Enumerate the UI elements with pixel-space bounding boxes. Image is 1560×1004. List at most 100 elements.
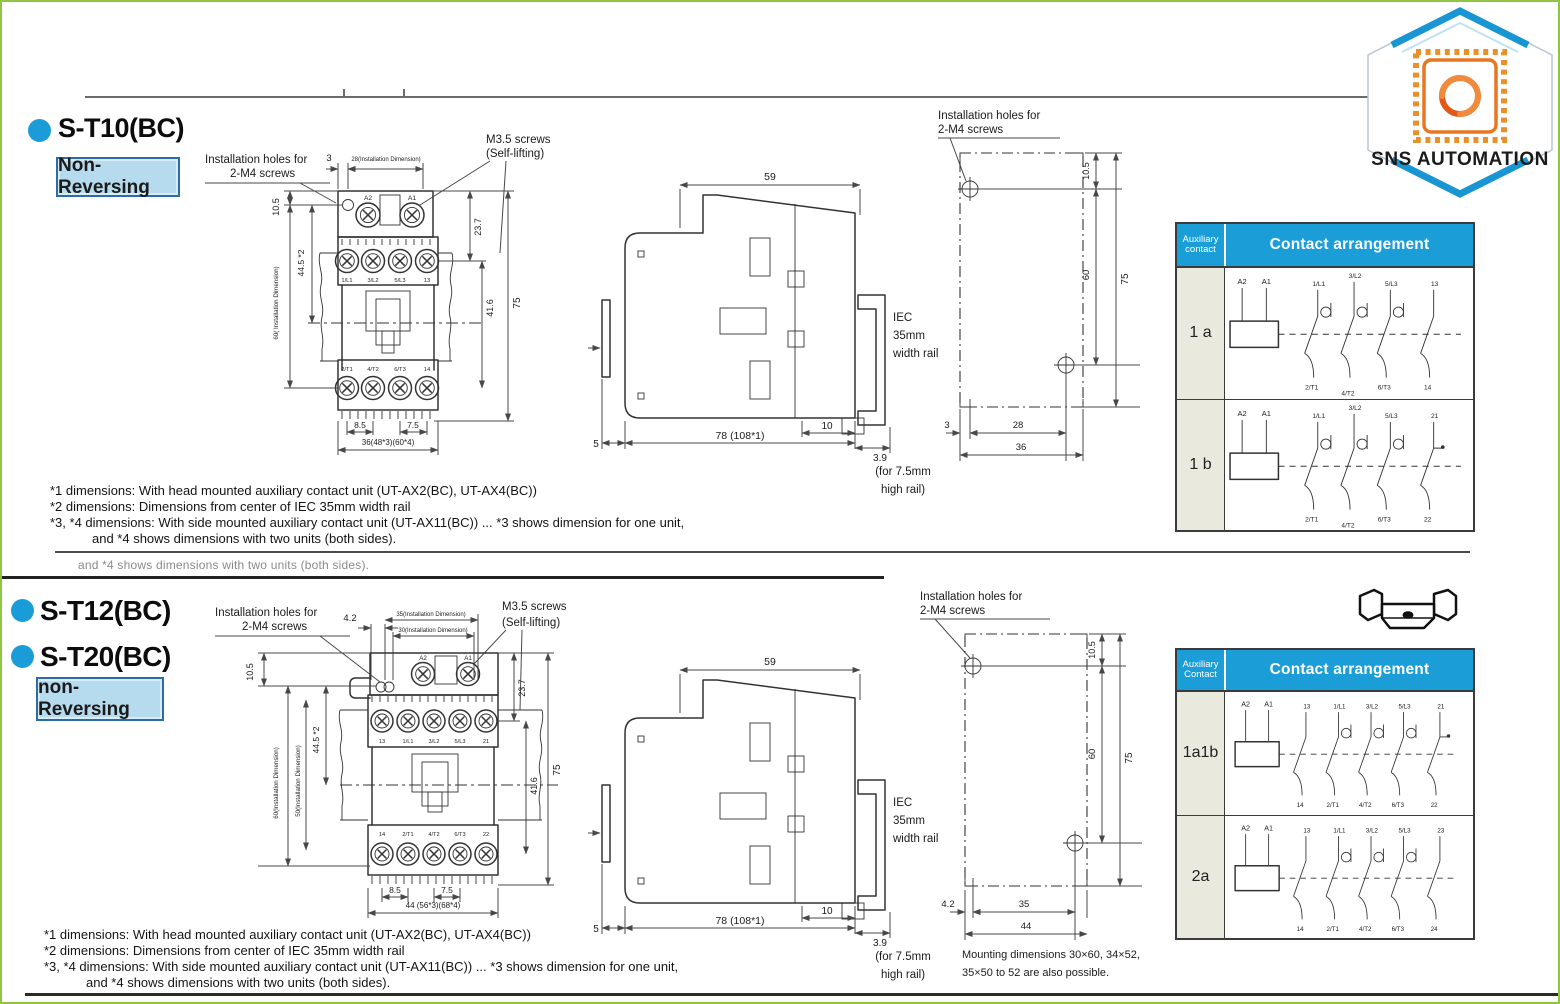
pole-label: 6/T3 <box>1392 802 1405 809</box>
bullet-st20 <box>11 645 34 668</box>
dim-10: 10 <box>821 421 833 432</box>
dim-width: 44 (56*3)(68*4) <box>406 901 461 910</box>
terminal-label: 2/T1 <box>341 367 353 373</box>
dim-4-2: 4.2 <box>343 613 356 624</box>
dim-75: 75 <box>1120 273 1131 285</box>
product-title-st20: S-T20(BC) <box>40 641 171 672</box>
chip-icon <box>1413 49 1507 143</box>
m35-screws-label: M3.5 screws <box>502 601 567 613</box>
dim-28-install: 28(Installation Dimension) <box>351 157 420 163</box>
pole-label: 14 <box>1297 802 1304 809</box>
dim-44-5: 44.5 *2 <box>296 249 306 276</box>
contact-diagram-1a: A2 A1 1/L1 2/T1 3/L2 4/T2 5/L3 <box>1225 268 1473 399</box>
rail-note: (for 7.5mm <box>875 951 931 963</box>
terminal-label: 14 <box>424 367 431 373</box>
dim-3-9: 3.9 <box>873 453 887 464</box>
chip-swirl-2 <box>1439 75 1481 117</box>
dim-8-5: 8.5 <box>354 420 366 430</box>
front-view-st10: Installation holes for 2-M4 screws M3.5 … <box>205 134 551 455</box>
terminal-label: 13 <box>424 278 430 284</box>
dim-4-2: 4.2 <box>941 899 954 910</box>
dim-3: 3 <box>944 420 949 431</box>
pole-label: 5/L3 <box>1385 412 1398 419</box>
hexagon-top-chevron <box>1390 7 1530 49</box>
dim-60-install: 60( Installation Dimension) <box>273 266 280 339</box>
terminal-label: 3/L2 <box>429 739 440 745</box>
dimension-drawings-st12-st20: Installation holes for 2-M4 screws M3.5 … <box>215 591 1142 981</box>
aux-contact-type: 2a <box>1177 815 1225 938</box>
terminal-label: 13 <box>379 739 385 745</box>
coil-terminal: A1 <box>1262 408 1271 417</box>
install-holes-label-2: 2-M4 screws <box>242 621 307 633</box>
install-holes-label: Installation holes for <box>938 110 1040 122</box>
pole-label: 1/L1 <box>1312 281 1325 288</box>
dim-8-5: 8.5 <box>389 885 401 895</box>
terminal-label: 1/L1 <box>403 739 414 745</box>
pole-label: 21 <box>1437 703 1444 710</box>
product-title-st10: S-T10(BC) <box>58 113 185 143</box>
iec-rail-label: IEC <box>893 797 912 809</box>
mounting-view-st10: Installation holes for 2-M4 screws 10.5 … <box>938 110 1140 461</box>
pole-label: 1/L1 <box>1333 703 1346 710</box>
terminal-label: 3/L2 <box>367 278 378 284</box>
terminal-label: 6/T3 <box>394 367 406 373</box>
aux-contact-type: 1 a <box>1177 268 1225 399</box>
pole-label: 5/L3 <box>1398 827 1411 834</box>
pole-label: 3/L2 <box>1366 703 1379 710</box>
pole-label: 3/L2 <box>1349 404 1362 411</box>
bullet-st10 <box>28 119 51 142</box>
dim-10-5: 10.5 <box>1087 641 1097 659</box>
aux-header-line: Auxiliary <box>1182 233 1219 245</box>
pole-label: 6/T3 <box>1392 925 1405 932</box>
non-reversing-badge-2: non-Reversing <box>36 677 164 721</box>
terminal-label: 2/T1 <box>402 832 413 838</box>
iec-rail-label-2: 35mm <box>893 330 925 342</box>
dim-59: 59 <box>764 656 776 668</box>
pole-label: 13 <box>1303 703 1310 710</box>
pole-label: 4/T2 <box>1359 802 1372 809</box>
coil-terminal: A2 <box>1238 408 1247 417</box>
footnotes-st12-st20: *1 dimensions: With head mounted auxilia… <box>44 927 804 991</box>
pole-label: 13 <box>1431 281 1439 288</box>
dim-75: 75 <box>552 764 563 776</box>
terminal-label: 5/L3 <box>455 739 466 745</box>
install-holes-label: Installation holes for <box>920 591 1022 603</box>
dim-75: 75 <box>512 297 523 309</box>
pole-label: 4/T2 <box>1359 925 1372 932</box>
coil-terminal: A2 <box>1241 700 1250 708</box>
pole-label: 4/T2 <box>1341 391 1354 398</box>
dim-60-install: 60(Installation Dimension) <box>273 747 280 819</box>
coil-terminal: A2 <box>1238 277 1247 286</box>
hexagon-top-chevron-inner <box>1401 21 1519 53</box>
m35-screws-label: M3.5 screws <box>486 134 551 146</box>
top-rule <box>85 96 1371 98</box>
product-title-st12: S-T12(BC) <box>40 595 171 626</box>
dim-41-6: 41.6 <box>529 777 539 795</box>
footnote-line: *2 dimensions: Dimensions from center of… <box>50 499 411 514</box>
dim-23-7: 23.7 <box>517 679 527 697</box>
terminal-a2: A2 <box>364 195 372 202</box>
aux-header-line: Contact <box>1184 669 1217 680</box>
pole-label: 23 <box>1437 827 1444 834</box>
footnote-line: *1 dimensions: With head mounted auxilia… <box>50 483 537 498</box>
dim-60: 60 <box>1081 270 1092 281</box>
footnote-line: *3, *4 dimensions: With side mounted aux… <box>50 515 685 530</box>
terminal-a2: A2 <box>419 655 427 662</box>
pole-label: 2/T1 <box>1327 925 1340 932</box>
bullet-st12 <box>11 599 34 622</box>
dim-75: 75 <box>1124 752 1135 764</box>
coil-terminal: A2 <box>1241 824 1250 832</box>
dim-36: 36 <box>1016 442 1027 453</box>
dim-7-5: 7.5 <box>441 885 453 895</box>
contact-arrangement-table-st12-st20: Auxiliary Contact Contact arrangement 1a… <box>1175 648 1475 940</box>
pole-label: 6/T3 <box>1378 516 1391 523</box>
iec-rail-label-2: 35mm <box>893 815 925 827</box>
footnote-line: *1 dimensions: With head mounted auxilia… <box>44 927 531 942</box>
pole-label: 14 <box>1297 925 1304 932</box>
side-view-st10: 59 IEC 35mm width rail 10 5 <box>588 171 938 496</box>
front-view-st12-st20: Installation holes for 2-M4 screws M3.5 … <box>215 601 567 918</box>
dim-3: 3 <box>326 153 331 164</box>
contact-arrangement-table-st10: Auxiliary contact Contact arrangement 1 … <box>1175 222 1475 532</box>
dim-10-5: 10.5 <box>271 198 281 216</box>
